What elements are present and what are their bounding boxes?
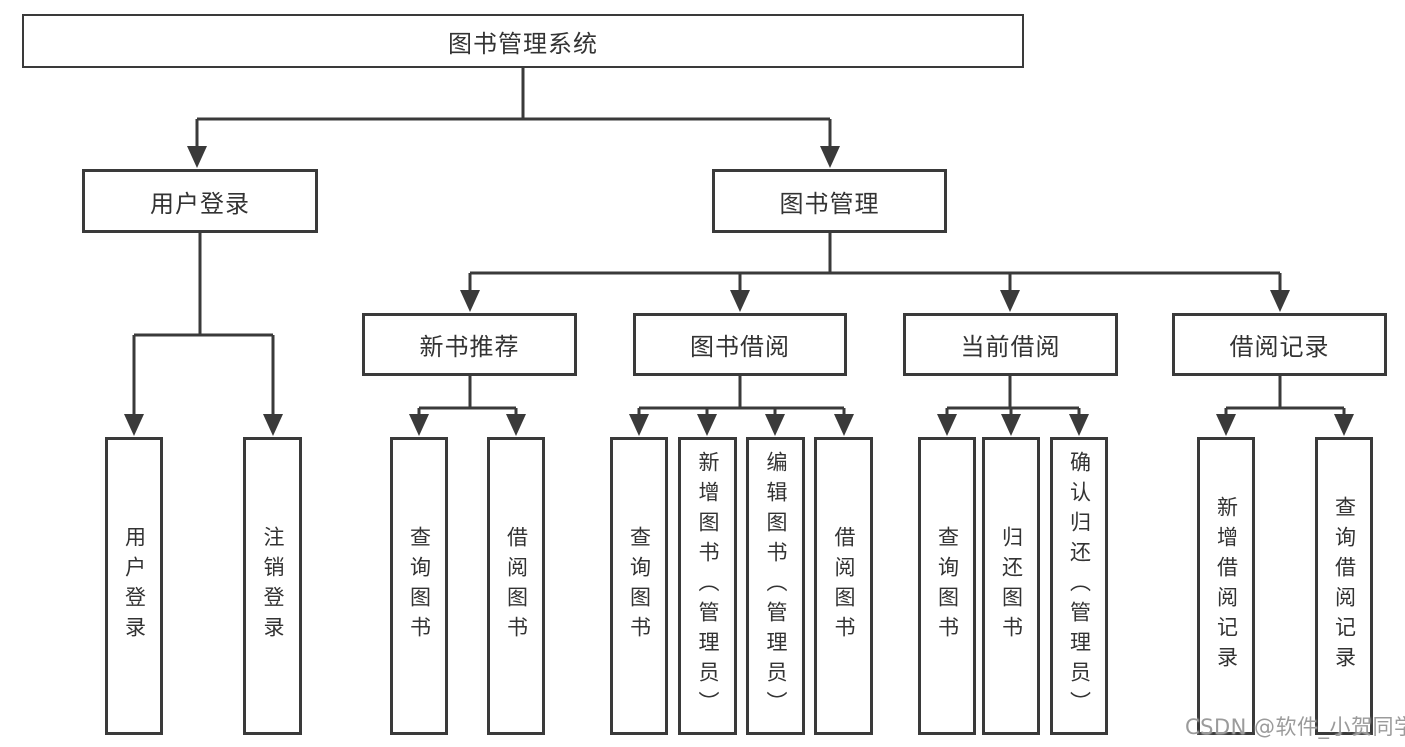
connector-bookborrow-to-leaves [637,376,846,417]
arrow-icon [460,290,480,312]
leaf-logout-label: 注销登录 [261,526,285,646]
arrow-icon [1001,414,1021,436]
arrowheads [124,146,1354,436]
arrow-icon [263,414,283,436]
connector-borrowrecord-to-leaves [1224,376,1346,417]
leaf-cb-return-books-label: 归还图书 [999,526,1024,646]
leaf-br-add-record: 新增借阅记录 [1197,437,1255,735]
leaf-cb-query-books-label: 查询图书 [935,526,960,646]
leaf-rec-borrow-books-label: 借阅图书 [504,526,529,646]
arrow-icon [730,290,750,312]
arrow-icon [629,414,649,436]
leaf-logout: 注销登录 [243,437,302,735]
leaf-bb-borrow-books-label: 借阅图书 [832,526,856,646]
arrow-icon [1334,414,1354,436]
leaf-bb-edit-books-admin-label: 编辑图书（管理员） [764,451,788,721]
leaf-cb-confirm-return-admin: 确认归还（管理员） [1050,437,1108,735]
leaf-user-login: 用户登录 [105,437,163,735]
leaf-rec-borrow-books: 借阅图书 [487,437,545,735]
arrow-icon [1216,414,1236,436]
arrow-icon [697,414,717,436]
connector-userlogin-to-leaves [132,233,275,416]
arrow-icon [937,414,957,436]
connector-newbookrec-to-leaves [417,376,518,417]
arrow-icon [409,414,429,436]
arrow-icon [1270,290,1290,312]
node-current-borrowing: 当前借阅 [903,313,1118,376]
arrow-icon [834,414,854,436]
leaf-cb-return-books: 归还图书 [982,437,1040,735]
arrow-icon [820,146,840,168]
leaf-rec-query-books-label: 查询图书 [407,526,432,646]
arrow-icon [124,414,144,436]
node-root: 图书管理系统 [22,14,1024,68]
leaf-bb-borrow-books: 借阅图书 [814,437,873,735]
node-user-login: 用户登录 [82,169,318,233]
arrow-icon [187,146,207,168]
leaf-bb-add-books-admin-label: 新增图书（管理员） [696,451,720,721]
node-book-management: 图书管理 [712,169,947,233]
node-borrowing-records: 借阅记录 [1172,313,1387,376]
leaf-rec-query-books: 查询图书 [390,437,448,735]
connector-root-to-level2 [195,68,832,148]
arrow-icon [765,414,785,436]
leaf-cb-query-books: 查询图书 [918,437,976,735]
leaf-bb-query-books: 查询图书 [610,437,668,735]
connector-bookmgmt-to-level3 [468,233,1282,294]
leaf-br-query-record-label: 查询借阅记录 [1332,496,1357,676]
leaf-br-add-record-label: 新增借阅记录 [1214,496,1239,676]
leaf-bb-query-books-label: 查询图书 [627,526,652,646]
arrow-icon [1000,290,1020,312]
leaf-br-query-record: 查询借阅记录 [1315,437,1373,735]
node-new-book-recommendation: 新书推荐 [362,313,577,376]
node-book-borrowing: 图书借阅 [633,313,847,376]
leaf-bb-add-books-admin: 新增图书（管理员） [678,437,737,735]
leaf-cb-confirm-return-admin-label: 确认归还（管理员） [1067,451,1092,721]
leaf-bb-edit-books-admin: 编辑图书（管理员） [746,437,805,735]
leaf-user-login-label: 用户登录 [122,526,147,646]
csdn-watermark: CSDN @软件_小贺同学 [1185,715,1405,739]
arrow-icon [506,414,526,436]
connector-currentborrow-to-leaves [945,376,1081,417]
arrow-icon [1069,414,1089,436]
